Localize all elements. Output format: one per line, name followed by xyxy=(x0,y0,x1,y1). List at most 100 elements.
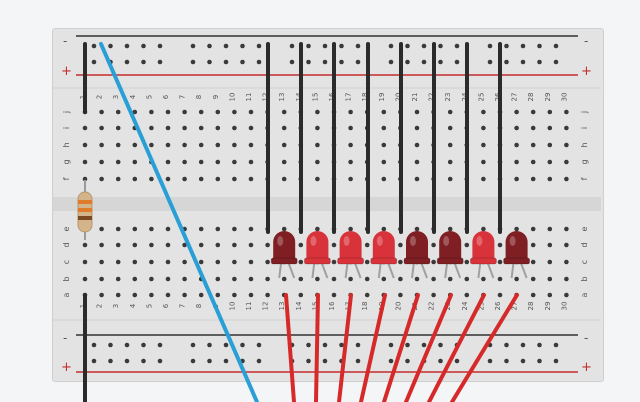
hole[interactable] xyxy=(564,159,569,165)
hole[interactable] xyxy=(265,276,270,282)
hole[interactable] xyxy=(248,159,254,165)
hole[interactable] xyxy=(298,259,304,265)
hole[interactable] xyxy=(530,109,536,115)
hole[interactable] xyxy=(530,276,536,282)
rail-hole[interactable] xyxy=(339,43,344,49)
rail-hole[interactable] xyxy=(108,358,113,364)
hole[interactable] xyxy=(215,292,221,298)
hole[interactable] xyxy=(530,159,536,165)
hole[interactable] xyxy=(281,276,287,282)
rail-hole[interactable] xyxy=(141,358,146,364)
hole[interactable] xyxy=(265,242,270,248)
hole[interactable] xyxy=(564,109,569,115)
rail-hole[interactable] xyxy=(223,358,229,364)
hole[interactable] xyxy=(447,125,453,131)
hole[interactable] xyxy=(82,159,88,165)
hole[interactable] xyxy=(530,292,536,298)
rail-hole[interactable] xyxy=(256,43,262,49)
hole[interactable] xyxy=(281,176,287,182)
hole[interactable] xyxy=(115,259,121,265)
rail-hole[interactable] xyxy=(322,59,328,65)
rail-hole[interactable] xyxy=(504,59,509,65)
hole[interactable] xyxy=(115,226,121,232)
rail-hole[interactable] xyxy=(207,43,212,49)
hole[interactable] xyxy=(530,242,536,248)
rail-hole[interactable] xyxy=(405,59,410,65)
hole[interactable] xyxy=(132,159,138,165)
rail-hole[interactable] xyxy=(256,342,262,348)
red-wire-23[interactable] xyxy=(404,293,453,402)
rail-hole[interactable] xyxy=(190,342,196,348)
hole[interactable] xyxy=(497,242,503,248)
hole[interactable] xyxy=(248,226,254,232)
hole[interactable] xyxy=(364,276,370,282)
hole[interactable] xyxy=(564,142,569,148)
hole[interactable] xyxy=(447,226,453,232)
rail-hole[interactable] xyxy=(537,59,542,65)
hole[interactable] xyxy=(481,176,486,182)
hole[interactable] xyxy=(165,292,171,298)
hole[interactable] xyxy=(364,259,370,265)
hole[interactable] xyxy=(514,226,519,232)
hole[interactable] xyxy=(481,109,486,115)
hole[interactable] xyxy=(165,242,171,248)
hole[interactable] xyxy=(99,159,104,165)
rail-hole[interactable] xyxy=(223,43,229,49)
hole[interactable] xyxy=(132,242,138,248)
hole[interactable] xyxy=(481,142,486,148)
hole[interactable] xyxy=(115,242,121,248)
hole[interactable] xyxy=(514,276,519,282)
hole[interactable] xyxy=(232,276,237,282)
red-wire-19[interactable] xyxy=(359,293,387,402)
hole[interactable] xyxy=(497,276,503,282)
hole[interactable] xyxy=(198,259,204,265)
hole[interactable] xyxy=(348,226,353,232)
rail-hole[interactable] xyxy=(355,43,361,49)
hole[interactable] xyxy=(198,125,204,131)
rail-hole[interactable] xyxy=(322,43,328,49)
rail-hole[interactable] xyxy=(438,358,443,364)
rail-hole[interactable] xyxy=(537,342,542,348)
rail-hole[interactable] xyxy=(91,342,97,348)
rail-hole[interactable] xyxy=(240,59,245,65)
hole[interactable] xyxy=(248,176,254,182)
rail-hole[interactable] xyxy=(537,43,542,49)
hole[interactable] xyxy=(497,292,503,298)
hole[interactable] xyxy=(82,242,88,248)
rail-hole[interactable] xyxy=(207,358,212,364)
hole[interactable] xyxy=(398,292,403,298)
led-5[interactable] xyxy=(403,231,431,279)
hole[interactable] xyxy=(281,109,287,115)
hole[interactable] xyxy=(132,142,138,148)
hole[interactable] xyxy=(149,292,154,298)
hole[interactable] xyxy=(182,159,187,165)
hole[interactable] xyxy=(198,242,204,248)
rail-hole[interactable] xyxy=(256,358,262,364)
rail-hole[interactable] xyxy=(553,59,559,65)
rail-hole[interactable] xyxy=(306,342,311,348)
rail-hole[interactable] xyxy=(339,59,344,65)
hole[interactable] xyxy=(381,276,387,282)
hole[interactable] xyxy=(348,176,353,182)
rail-hole[interactable] xyxy=(504,342,509,348)
hole[interactable] xyxy=(165,109,171,115)
hole[interactable] xyxy=(165,176,171,182)
hole[interactable] xyxy=(182,142,187,148)
hole[interactable] xyxy=(530,125,536,131)
hole[interactable] xyxy=(381,159,387,165)
hole[interactable] xyxy=(149,259,154,265)
hole[interactable] xyxy=(232,292,237,298)
rail-hole[interactable] xyxy=(553,43,559,49)
hole[interactable] xyxy=(547,242,553,248)
rail-hole[interactable] xyxy=(438,43,443,49)
red-wire-25[interactable] xyxy=(427,293,486,402)
hole[interactable] xyxy=(381,142,387,148)
hole[interactable] xyxy=(248,109,254,115)
hole[interactable] xyxy=(348,125,353,131)
hole[interactable] xyxy=(481,276,486,282)
hole[interactable] xyxy=(232,109,237,115)
rail-hole[interactable] xyxy=(454,358,460,364)
hole[interactable] xyxy=(115,292,121,298)
rail-hole[interactable] xyxy=(553,358,559,364)
rail-hole[interactable] xyxy=(256,59,262,65)
